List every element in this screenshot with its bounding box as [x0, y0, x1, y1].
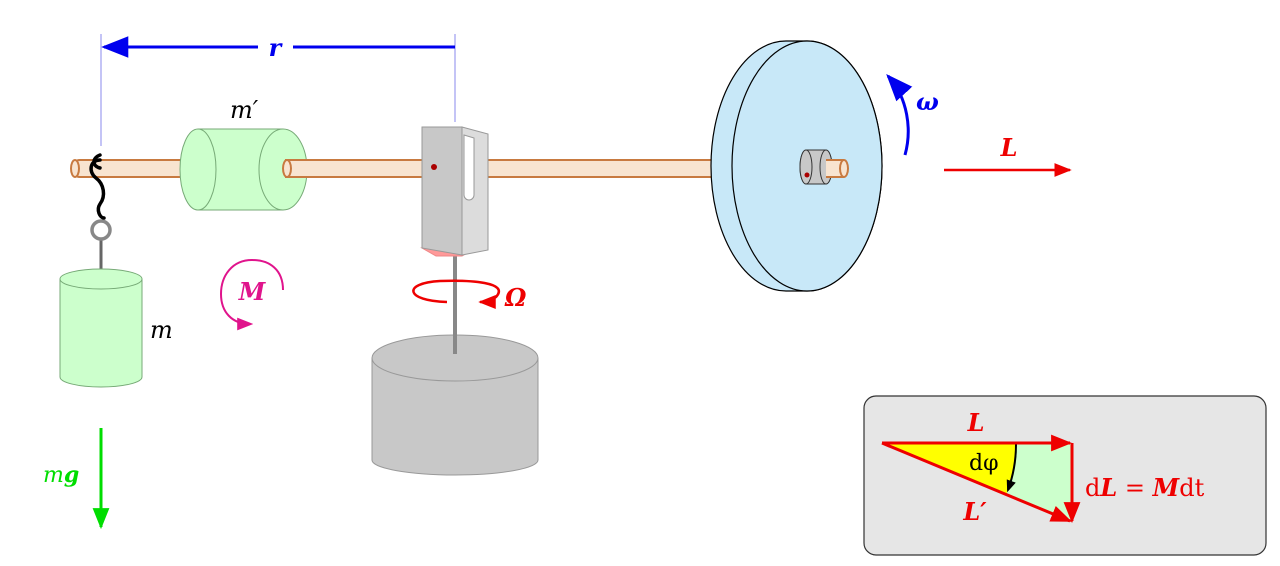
omega-rotation: Ω: [412, 279, 527, 312]
hanging-ring: [90, 219, 112, 241]
omega-spin-label: ω: [916, 87, 939, 116]
pivot-pin: [431, 164, 437, 170]
base-side: [371, 358, 539, 476]
counterweight: m′: [179, 96, 315, 211]
inset-L-label: L: [967, 408, 985, 437]
inset-L-prime-label: L′: [962, 497, 987, 526]
r-label: r: [269, 33, 284, 62]
omega-spin-arrow: [886, 74, 913, 156]
inset-angle-arc: [1006, 442, 1018, 493]
torque: M: [219, 258, 284, 331]
torque-arrow: [219, 258, 284, 331]
gravity-force: mg: [43, 428, 110, 530]
gravity-label: mg: [43, 462, 79, 488]
rod-tip-end: [839, 159, 849, 178]
fork-left-plate: [421, 126, 463, 256]
radius-dimension: r: [100, 33, 456, 146]
rod-emerge-end: [282, 159, 292, 178]
counterweight-label: m′: [230, 96, 259, 124]
inset-equation: dL = Mdt: [1085, 473, 1205, 502]
omega-spin: ω: [886, 74, 939, 156]
inset-dphi-label: dφ: [969, 451, 999, 476]
pivot-support: [371, 126, 539, 476]
angular-momentum: L: [944, 133, 1072, 177]
hanging-mass: m: [59, 219, 173, 388]
vector-inset: L L′ dφ dL = Mdt: [863, 395, 1267, 556]
omega-label: Ω: [504, 283, 527, 312]
omega-rotation-arrow: [412, 279, 500, 309]
hub-pin: [804, 172, 810, 178]
rod-left-end: [70, 159, 80, 178]
hook: [89, 158, 106, 220]
mass-m-label: m: [150, 316, 173, 344]
flywheel: [710, 40, 883, 292]
angular-momentum-label: L: [1000, 133, 1018, 162]
hub-face: [799, 149, 813, 185]
counterweight-left-face: [179, 128, 217, 211]
rod-segment-visible: [285, 160, 315, 177]
inset-L-prime-arrow: [881, 441, 1072, 523]
mass-m-body: [59, 279, 143, 388]
mass-m-top: [59, 268, 143, 290]
hook-top: [92, 153, 102, 170]
torque-label: M: [238, 277, 267, 306]
fork-slot: [463, 134, 475, 201]
